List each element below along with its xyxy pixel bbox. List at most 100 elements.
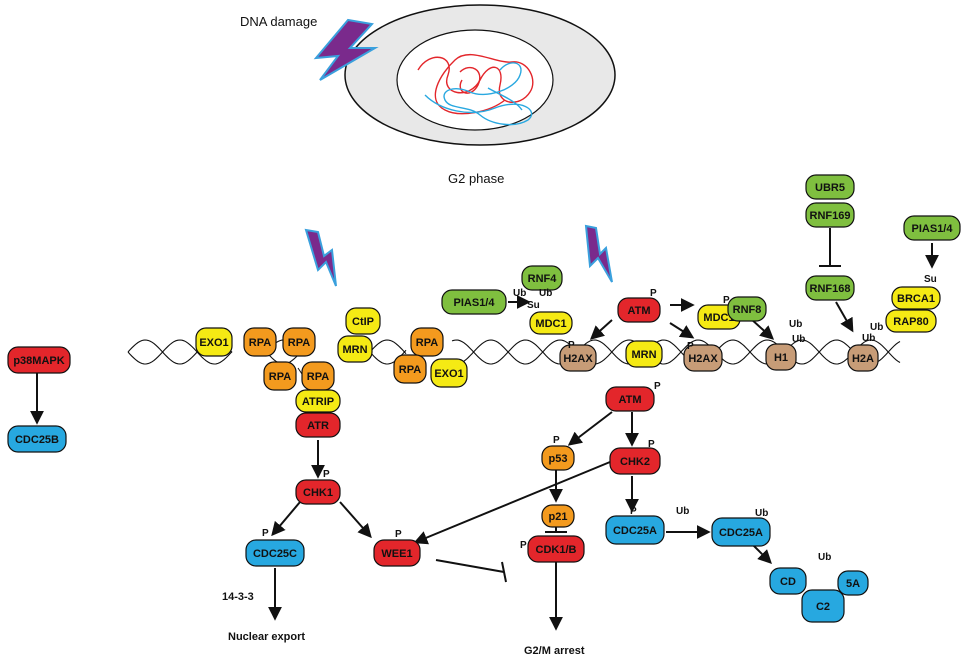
lightning-bolt-icon — [584, 224, 613, 283]
h2a-histone-shape — [847, 344, 879, 372]
atm-protein: ATM — [605, 386, 655, 412]
nuclear-export-label: Nuclear export — [228, 631, 305, 643]
cdc25c-protein: CDC25C — [245, 539, 305, 567]
exo1-protein-label: EXO1 — [434, 368, 463, 380]
rpa-protein-label: RPA — [288, 337, 310, 349]
mrn-protein-shape — [625, 340, 663, 368]
ubiquitination-mark: Ub — [818, 552, 831, 563]
h2a-histone: H2A — [847, 344, 879, 372]
g2m-arrest-label: G2/M arrest — [524, 645, 585, 657]
cell-illustration: DNA damage G2 phase — [240, 4, 616, 186]
rpa-protein-shape — [410, 327, 444, 357]
cdc25b-protein: CDC25B — [7, 425, 67, 453]
rpa-protein: RPA — [243, 327, 277, 357]
mdc1-protein-shape — [529, 311, 573, 335]
h2ax-histone: H2AX — [559, 344, 597, 372]
atr-protein-shape — [295, 412, 341, 438]
rpa-protein-label: RPA — [269, 371, 291, 383]
atrip-protein: ATRIP — [295, 389, 341, 413]
exo1-protein: EXO1 — [430, 358, 468, 388]
rpa-protein-label: RPA — [249, 337, 271, 349]
pias-protein-label: PIAS1/4 — [454, 297, 496, 309]
chk1-protein-shape — [295, 479, 341, 505]
exo1-protein-shape — [430, 358, 468, 388]
c2-fragment-shape — [801, 589, 845, 623]
rnf168-protein-shape — [805, 275, 855, 301]
phosphorylation-mark: P — [395, 529, 402, 540]
cd-fragment-shape — [769, 567, 807, 595]
ctip-protein-label: CtIP — [352, 316, 374, 328]
rpa-protein-shape — [243, 327, 277, 357]
chromatin — [417, 54, 534, 126]
h1-histone: H1 — [765, 343, 797, 371]
mrn-protein-shape — [337, 335, 373, 363]
h2ax-histone-label: H2AX — [688, 353, 718, 365]
pias-protein: PIAS1/4 — [903, 215, 961, 241]
h2ax-histone-label: H2AX — [563, 353, 593, 365]
ubiquitination-mark: Ub — [862, 333, 875, 344]
rpa-protein-label: RPA — [399, 364, 421, 376]
c2-fragment-label: C2 — [816, 601, 830, 613]
g2-phase-label: G2 phase — [448, 171, 504, 186]
rnf8-protein-shape — [727, 296, 767, 322]
cd-fragment: CD — [769, 567, 807, 595]
rap80-protein-shape — [885, 309, 937, 333]
phosphorylation-mark: P — [630, 506, 637, 517]
atm-protein-label: ATM — [618, 394, 641, 406]
arrow-atm-to-p53 — [567, 411, 613, 446]
h1-histone-shape — [765, 343, 797, 371]
mdc1-protein-label: MDC1 — [703, 312, 734, 324]
arrow-cdc25a-ub-to-degradation — [751, 543, 772, 564]
ubr5-protein-label: UBR5 — [815, 182, 845, 194]
rpa-protein-shape — [263, 361, 297, 391]
mrn-protein: MRN — [337, 335, 373, 363]
brca1-protein-label: BRCA1 — [897, 293, 935, 305]
five-a-fragment: 5A — [837, 570, 869, 596]
rpa-protein-label: RPA — [307, 371, 329, 383]
phosphorylation-mark: P — [323, 469, 330, 480]
p53-protein-label: p53 — [549, 453, 568, 465]
rnf8-protein: RNF8 — [727, 296, 767, 322]
mrn-protein: MRN — [625, 340, 663, 368]
wee1-protein: WEE1 — [373, 539, 421, 567]
ubiquitination-mark: Ub — [539, 288, 552, 299]
rpa-protein: RPA — [410, 327, 444, 357]
chk1-protein: CHK1 — [295, 479, 341, 505]
ubiquitination-mark: Ub — [789, 319, 802, 330]
rnf169-protein: RNF169 — [805, 202, 855, 228]
five-a-fragment-shape — [837, 570, 869, 596]
inhibition-bar — [501, 561, 507, 583]
sumoylation-mark: Su — [924, 274, 937, 285]
p53-protein: p53 — [541, 445, 575, 471]
exo1-protein-shape — [195, 327, 233, 357]
phosphorylation-mark: P — [687, 341, 694, 352]
ubiquitination-mark: Ub — [513, 288, 526, 299]
pias-protein-shape — [441, 289, 507, 315]
cdk1b-protein-label: CDK1/B — [536, 544, 577, 556]
mrn-protein-label: MRN — [631, 349, 656, 361]
lightning-bolt-icon — [304, 228, 337, 287]
chk2-protein-shape — [609, 447, 661, 475]
rpa-protein: RPA — [393, 354, 427, 384]
arrow-atm-to-h2ax-right — [669, 322, 695, 339]
rpa-protein-shape — [393, 354, 427, 384]
exo1-protein-label: EXO1 — [199, 337, 228, 349]
mdc1-protein: MDC1 — [529, 311, 573, 335]
rpa-protein-shape — [282, 327, 316, 357]
rnf169-protein-label: RNF169 — [810, 210, 851, 222]
ubr5-protein: UBR5 — [805, 174, 855, 200]
cell-nucleus — [396, 29, 554, 131]
atm-protein-label: ATM — [627, 305, 650, 317]
inhibition-wee1-cdk1b — [435, 559, 505, 573]
cdc25b-protein-shape — [7, 425, 67, 453]
brca1-protein-shape — [891, 286, 941, 310]
h1-histone-label: H1 — [774, 352, 788, 364]
phosphorylation-mark: P — [262, 528, 269, 539]
atrip-protein-label: ATRIP — [302, 396, 334, 408]
pias-protein: PIAS1/4 — [441, 289, 507, 315]
mrn-protein-label: MRN — [342, 344, 367, 356]
ubr5-protein-shape — [805, 174, 855, 200]
cdc25c-protein-shape — [245, 539, 305, 567]
cdc25a-protein: CDC25A — [605, 515, 665, 545]
